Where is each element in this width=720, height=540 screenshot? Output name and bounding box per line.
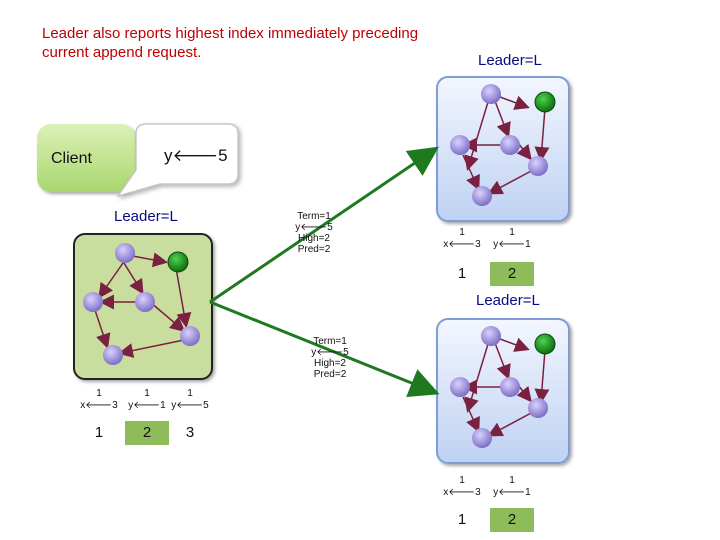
node-icon <box>103 345 123 365</box>
log-middle-index-2: 2 <box>125 421 169 445</box>
log-term: 1 <box>96 388 102 399</box>
message-high: High=2 <box>298 233 330 244</box>
node-icon <box>83 292 103 312</box>
graph-bottom <box>450 326 556 448</box>
graph-top <box>450 84 556 206</box>
log-command: y🡐1 <box>493 239 531 250</box>
node-icon <box>528 398 548 418</box>
log-bottom-index-1: 1 <box>457 511 467 528</box>
message-term: Term=1 <box>313 336 347 347</box>
log-term: 1 <box>509 227 515 238</box>
log-command: x🡐3 <box>443 239 481 250</box>
log-term: 1 <box>187 388 193 399</box>
log-top-entry-2: 1 y🡐1 <box>490 227 534 251</box>
node-icon <box>135 292 155 312</box>
log-middle-entry-2: 1 y🡐1 <box>125 388 169 412</box>
message-entry: y🡐5 <box>295 222 333 233</box>
leader-node-icon <box>534 333 556 355</box>
node-icon <box>481 326 501 346</box>
node-icon <box>472 428 492 448</box>
message-entry: y🡐5 <box>311 347 349 358</box>
node-icon <box>472 186 492 206</box>
log-top-entry-1: 1 x🡐3 <box>440 227 484 251</box>
log-bottom-entry-1: 1 x🡐3 <box>440 475 484 499</box>
node-icon <box>450 135 470 155</box>
log-term: 1 <box>459 475 465 486</box>
log-term: 1 <box>459 227 465 238</box>
log-middle-entry-3: 1 y🡐5 <box>168 388 212 412</box>
leader-node-icon <box>534 91 556 113</box>
slide-title: Leader also reports highest index immedi… <box>42 25 419 61</box>
node-icon <box>115 243 135 263</box>
append-message-2: Term=1 y🡐5 High=2 Pred=2 <box>300 336 360 380</box>
node-icon <box>500 377 520 397</box>
log-term: 1 <box>509 475 515 486</box>
log-middle-index-3: 3 <box>185 424 195 441</box>
log-middle-index-1: 1 <box>94 424 104 441</box>
bubble-text: y🡐5 <box>164 146 228 165</box>
node-icon <box>500 135 520 155</box>
graph-middle <box>83 243 200 365</box>
message-pred: Pred=2 <box>297 244 331 255</box>
append-arrow-top <box>209 146 439 304</box>
log-term: 1 <box>144 388 150 399</box>
append-arrow-bottom <box>209 300 440 397</box>
leader-node-icon <box>167 251 189 273</box>
leader-label-top: Leader=L <box>478 52 542 69</box>
log-command: x🡐3 <box>80 400 118 411</box>
node-icon <box>481 84 501 104</box>
node-icon <box>450 377 470 397</box>
log-bottom-index-2: 2 <box>490 508 534 532</box>
message-high: High=2 <box>314 358 346 369</box>
message-pred: Pred=2 <box>313 369 347 380</box>
log-middle-entry-1: 1 x🡐3 <box>77 388 121 412</box>
append-message-1: Term=1 y🡐5 High=2 Pred=2 <box>284 211 344 255</box>
log-command: y🡐5 <box>171 400 209 411</box>
leader-label-bottom: Leader=L <box>476 292 540 309</box>
message-term: Term=1 <box>297 211 331 222</box>
node-icon <box>528 156 548 176</box>
client-box: Client <box>37 124 135 192</box>
node-icon <box>180 326 200 346</box>
log-top-index-1: 1 <box>457 265 467 282</box>
client-label: Client <box>51 150 92 167</box>
log-command: y🡐1 <box>128 400 166 411</box>
log-top-index-2: 2 <box>490 262 534 286</box>
leader-label-middle: Leader=L <box>114 208 178 225</box>
log-command: x🡐3 <box>443 487 481 498</box>
log-bottom-entry-2: 1 y🡐1 <box>490 475 534 499</box>
log-command: y🡐1 <box>493 487 531 498</box>
